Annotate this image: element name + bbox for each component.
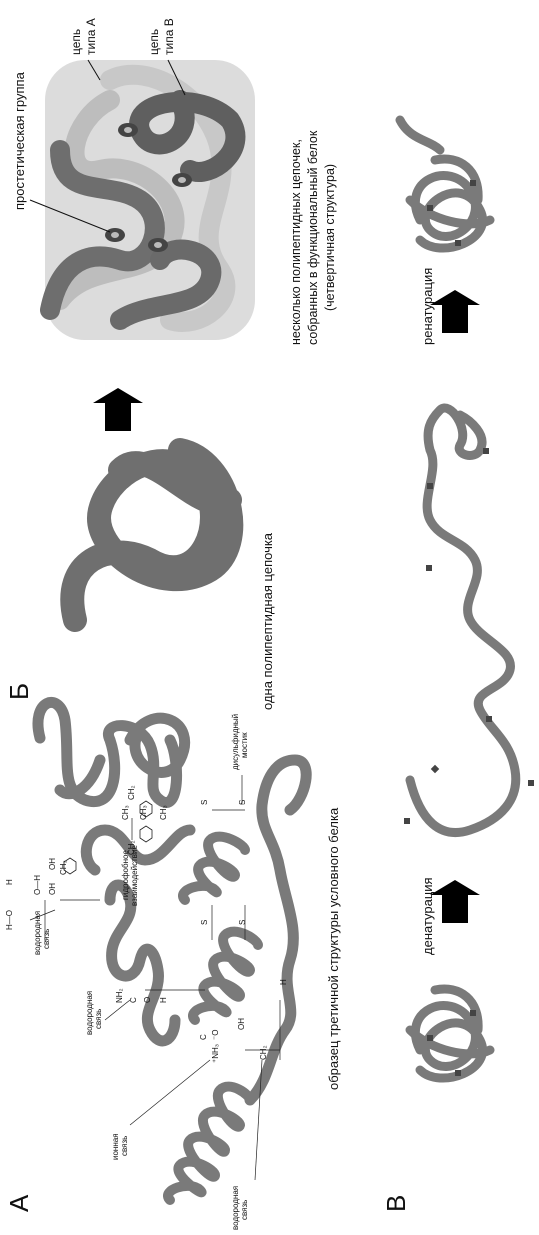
tertiary-structure [38, 702, 306, 1200]
chem-nh3: ⁺NH₃ [211, 1044, 220, 1063]
label-ionic: ионная связь [111, 1133, 129, 1160]
single-chain [72, 450, 231, 620]
arrow-up-renaturation [430, 290, 480, 333]
chem-h-2: H [159, 997, 168, 1003]
chem-o-1: O [143, 997, 152, 1003]
multi-caption-line3: (четвертичная структура) [323, 164, 337, 311]
benzene-ring-2 [140, 826, 152, 842]
quaternary-structure [30, 60, 255, 340]
chem-c-2: C [199, 1034, 208, 1040]
label-disulfide-line2: мостик [240, 732, 249, 758]
helix-left [168, 1087, 250, 1200]
heme-3 [118, 123, 138, 137]
label-hbond-2: водородная связь [85, 991, 103, 1035]
folded-protein-top [400, 120, 490, 248]
chem-h-o-1: H—O [5, 910, 14, 930]
folded-protein-bottom [410, 989, 490, 1078]
label-chain-b: цепь типа В [147, 18, 176, 55]
chem-nh2: NH₂ [115, 988, 124, 1003]
label-hbond-3-line2: связь [240, 1200, 249, 1220]
panel-b-letter: Б [4, 683, 34, 700]
label-hbond-3: водородная связь [231, 1186, 249, 1230]
single-chain-caption: одна полипептидная цепочка [260, 532, 275, 710]
label-chain-b-line2: типа В [162, 18, 176, 55]
panel-b: Б одна полипептидная цепочка простетичес… [4, 18, 337, 710]
panel-v: В денатурация ренатурация [381, 120, 534, 1212]
unfolded-chain [404, 408, 534, 833]
label-chain-b-line1: цепь [147, 29, 161, 55]
label-chain-a-line1: цепь [69, 29, 83, 55]
label-hbond-1-line1: водородная [33, 911, 42, 955]
disulfide-mark-top-1 [427, 205, 433, 211]
multi-caption-line2: собранных в функциональный белок [306, 130, 320, 345]
arrow-up-denaturation [430, 880, 480, 923]
chem-s-3: S [200, 800, 209, 805]
label-hydrophobic-line1: гидрофобное [121, 850, 130, 900]
folded-tube-bottom [410, 989, 490, 1078]
heme-4 [148, 238, 168, 252]
label-ionic-line1: ионная [111, 1133, 120, 1160]
unfolded-tube [410, 408, 516, 833]
label-disulfide: дисульфидный мостик [231, 714, 249, 770]
heme-2 [172, 173, 192, 187]
disulfide-mark-top-2 [470, 180, 476, 186]
chem-oh-3: OH [237, 1018, 246, 1030]
chem-h-1: H [279, 979, 288, 985]
chem-h-o-3: O—H [33, 875, 42, 895]
label-chain-a-line2: типа А [84, 18, 98, 55]
label-prosthetic: простетическая группа [12, 71, 27, 210]
label-renaturation: ренатурация [420, 268, 435, 345]
disulfide-mark-1 [427, 1035, 433, 1041]
multi-chain-caption: несколько полипептидных цепочек, собранн… [289, 130, 337, 345]
label-chain-a: цепь типа А [69, 18, 98, 55]
chem-ch3-1: CH₃ [59, 860, 68, 875]
unfolded-mark-6 [528, 780, 534, 786]
panel-a: А H—O H O—H OH OH CH₃ CH₃ CH₃ CH₂ CH₂ NH… [4, 702, 341, 1230]
chem-oh-2: OH [48, 858, 57, 870]
unfolded-mark-5 [483, 448, 489, 454]
disulfide-mark-top-3 [455, 240, 461, 246]
chem-oh-1: OH [48, 883, 57, 895]
label-disulfide-line1: дисульфидный [231, 714, 240, 770]
label-hbond-1-line2: связь [42, 929, 51, 949]
single-chain-tube [72, 450, 231, 620]
label-hydrophobic: гидрофобное взаимодействие [121, 845, 139, 906]
panel-a-letter: А [4, 1194, 34, 1212]
unfolded-mark-4 [427, 483, 433, 489]
helix-right [183, 837, 245, 900]
chem-c-1: C [129, 997, 138, 1003]
label-hydrophobic-line2: взаимодействие [130, 845, 139, 906]
panel-v-letter: В [381, 1195, 411, 1212]
arrow-up-b [93, 388, 143, 431]
chem-h-o-2: H [5, 879, 14, 885]
leader-ionic [130, 1060, 210, 1125]
panel-a-caption: образец третичной структуры условного бе… [326, 807, 341, 1090]
heme-1 [105, 228, 125, 242]
chem-ch3-4: CH₃ [159, 805, 168, 820]
chem-ch2-2: CH₂ [127, 785, 136, 800]
multi-caption-line1: несколько полипептидных цепочек, [289, 139, 303, 345]
label-hbond-2-line1: водородная [85, 991, 94, 1035]
chem-ch3-2: CH₃ [121, 805, 130, 820]
label-hbond-2-line2: связь [94, 1009, 103, 1029]
label-denaturation: денатурация [420, 877, 435, 955]
chem-o-2: ⁻O [211, 1030, 220, 1040]
disulfide-mark-2 [470, 1010, 476, 1016]
chem-s-2: S [238, 920, 247, 925]
label-hbond-1: водородная связь [33, 911, 51, 955]
unfolded-mark-3 [426, 565, 432, 571]
chem-ch2-3: CH₂ [259, 1045, 268, 1060]
label-hbond-3-line1: водородная [231, 1186, 240, 1230]
chem-s-4: S [238, 800, 247, 805]
label-ionic-line2: связь [120, 1136, 129, 1156]
folded-tube-top [400, 120, 490, 248]
unfolded-mark-1 [404, 818, 410, 824]
unfolded-mark-7 [431, 765, 439, 773]
chem-s-1: S [200, 920, 209, 925]
disulfide-mark-3 [455, 1070, 461, 1076]
unfolded-mark-2 [486, 716, 492, 722]
helix-middle [193, 932, 258, 1020]
